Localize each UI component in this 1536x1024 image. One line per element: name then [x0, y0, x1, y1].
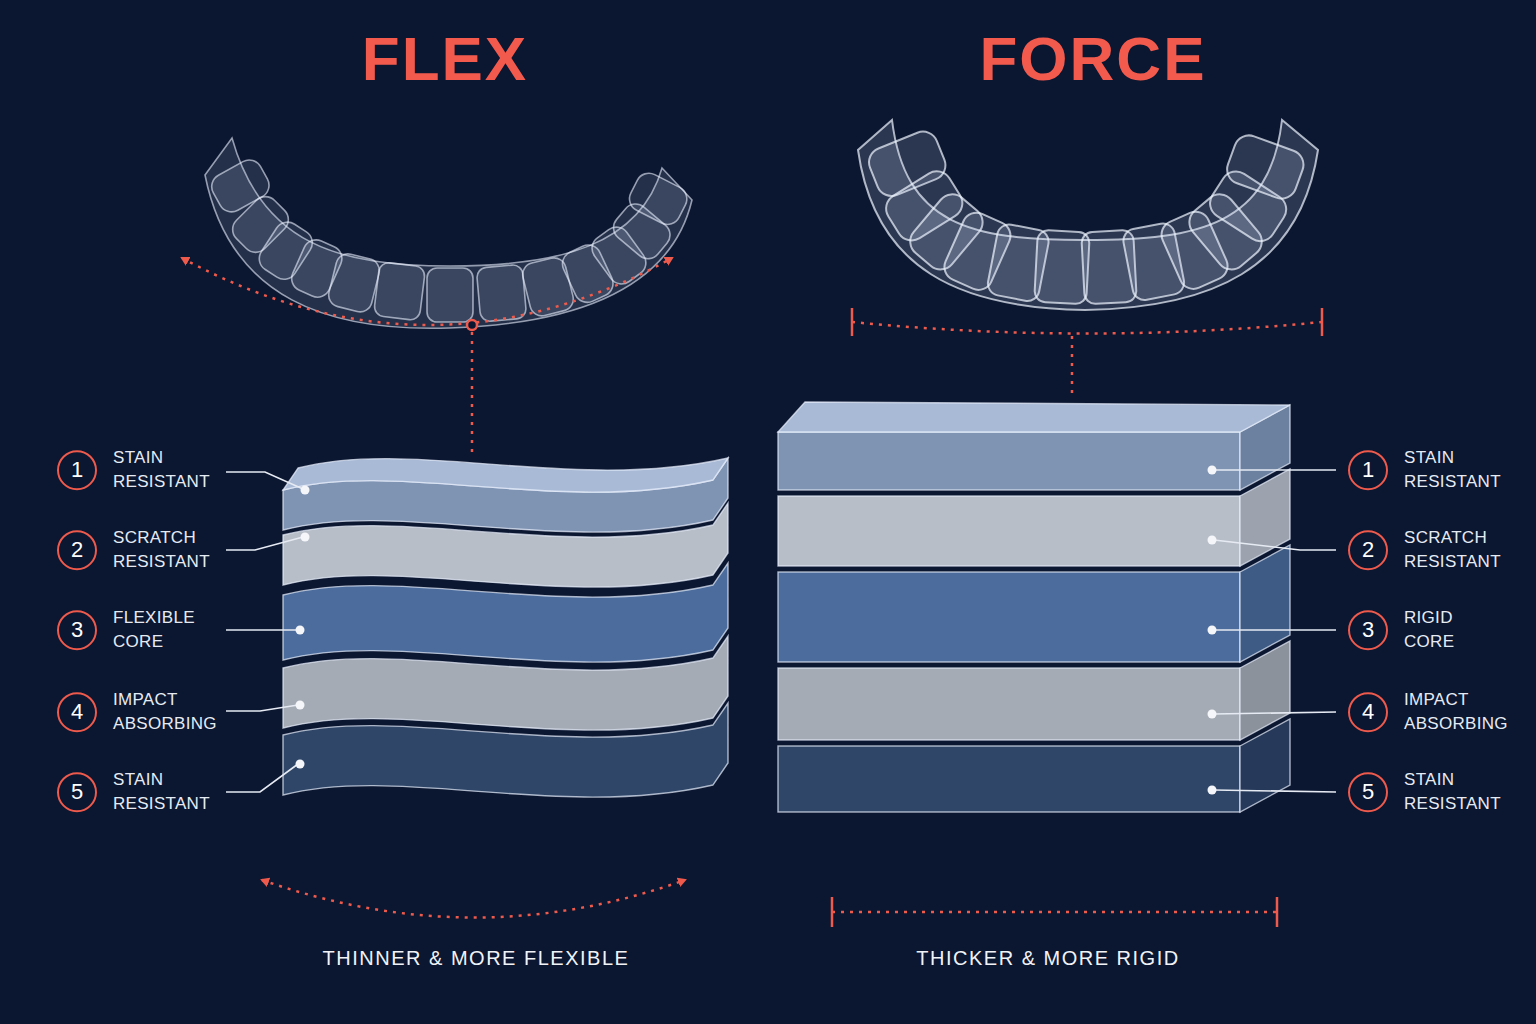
leader-dot: [296, 760, 305, 769]
panel-caption: THINNER & MORE FLEXIBLE: [323, 946, 630, 970]
callout: 4 IMPACT ABSORBING: [1348, 688, 1508, 736]
layer-top-face: [778, 402, 1290, 432]
leader-line: [1214, 629, 1336, 631]
flex-layer-stack: [283, 458, 728, 797]
leader-dot: [296, 626, 305, 635]
pointer-dot: [467, 320, 477, 330]
callout-number: 4: [1348, 692, 1388, 732]
flex-arc-arrow: [262, 880, 685, 918]
callout: 3 FLEXIBLE CORE: [57, 606, 195, 654]
callout: 1 STAIN RESISTANT: [57, 446, 210, 494]
callout-number: 4: [57, 692, 97, 732]
flex-arc-arrow: [182, 258, 672, 325]
leader-lines: [226, 470, 1336, 792]
leader-line: [226, 705, 298, 711]
aligner-tooth: [1223, 131, 1308, 203]
leader-dot: [296, 701, 305, 710]
aligner-band: [858, 120, 1318, 310]
callout: 5 STAIN RESISTANT: [57, 768, 210, 816]
leader-line: [226, 629, 298, 631]
callout: 3 RIGID CORE: [1348, 606, 1454, 654]
leader-dots: [296, 466, 1217, 795]
width-line: [832, 911, 1277, 914]
callout: 1 STAIN RESISTANT: [1348, 446, 1501, 494]
aligner-tooth: [476, 264, 527, 322]
panel-caption: THICKER & MORE RIGID: [916, 946, 1179, 970]
leader-dot: [1208, 626, 1217, 635]
layer-label: STAIN RESISTANT: [113, 446, 210, 494]
layer-label: STAIN RESISTANT: [1404, 446, 1501, 494]
layer-3: [778, 572, 1240, 662]
callout: 2 SCRATCH RESISTANT: [57, 526, 210, 574]
leader-line: [226, 472, 303, 489]
aligner-tooth: [427, 268, 473, 322]
layer-label: RIGID CORE: [1404, 606, 1454, 654]
width-tick: [1321, 308, 1324, 336]
layer-label: STAIN RESISTANT: [1404, 768, 1501, 816]
width-tick: [1276, 897, 1279, 927]
leader-dot: [301, 486, 310, 495]
layer-label: IMPACT ABSORBING: [113, 688, 217, 736]
layer-label: SCRATCH RESISTANT: [1404, 526, 1501, 574]
layer-2: [778, 496, 1240, 566]
callout-number: 3: [1348, 610, 1388, 650]
leader-dot: [1208, 466, 1217, 475]
callout-number: 5: [57, 772, 97, 812]
layer-label: IMPACT ABSORBING: [1404, 688, 1508, 736]
width-tick: [831, 897, 834, 927]
layer-1: [283, 458, 728, 532]
callout: 4 IMPACT ABSORBING: [57, 688, 217, 736]
callout: 5 STAIN RESISTANT: [1348, 768, 1501, 816]
leader-line: [226, 537, 303, 550]
panel-heading: FLEX: [362, 28, 528, 90]
aligner-tooth: [373, 262, 425, 321]
panel-heading: FORCE: [980, 28, 1207, 90]
aligner-tooth: [625, 169, 691, 229]
layer-label: STAIN RESISTANT: [113, 768, 210, 816]
pointer-line: [471, 332, 474, 452]
callout-number: 1: [57, 450, 97, 490]
aligner-tooth: [326, 251, 382, 314]
pointer-line: [1071, 336, 1074, 396]
layer-label: FLEXIBLE CORE: [113, 606, 195, 654]
leader-dot: [1208, 536, 1217, 545]
layer-1: [778, 432, 1240, 490]
layer-5: [778, 746, 1240, 812]
leader-line: [226, 764, 298, 792]
leader-line: [1214, 469, 1336, 471]
callout-number: 3: [57, 610, 97, 650]
callout-number: 5: [1348, 772, 1388, 812]
layer-4: [778, 668, 1240, 740]
flex-aligner: [205, 138, 692, 328]
aligner-band: [205, 138, 692, 328]
force-layer-stack: [778, 402, 1290, 812]
callout: 2 SCRATCH RESISTANT: [1348, 526, 1501, 574]
leader-dot: [301, 533, 310, 542]
leader-dot: [1208, 710, 1217, 719]
leader-line: [1214, 540, 1336, 550]
width-line: [852, 322, 1322, 334]
leader-dot: [1208, 786, 1217, 795]
callout-number: 2: [1348, 530, 1388, 570]
force-aligner: [858, 120, 1318, 310]
layer-label: SCRATCH RESISTANT: [113, 526, 210, 574]
leader-line: [1214, 712, 1336, 714]
leader-line: [1214, 790, 1336, 792]
callout-number: 2: [57, 530, 97, 570]
width-tick: [851, 308, 854, 336]
layer-top-face: [283, 458, 728, 492]
callout-number: 1: [1348, 450, 1388, 490]
